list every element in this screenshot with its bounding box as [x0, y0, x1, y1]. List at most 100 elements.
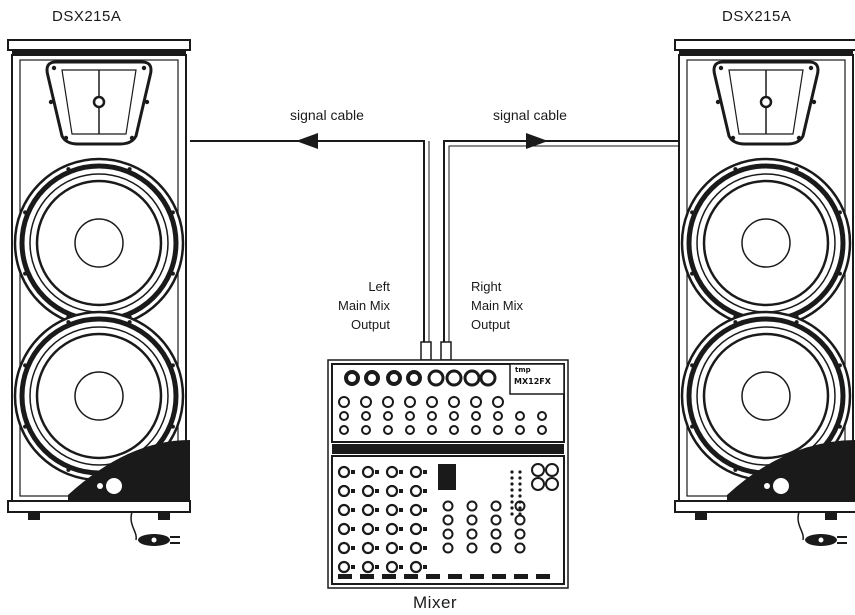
mixer-rear-knob-0-0 [338, 396, 350, 408]
mixer-knob-led-4-2 [399, 546, 403, 550]
mixer-knob-3-1 [361, 522, 375, 536]
mixer-fx-knob-3-2 [490, 542, 502, 554]
mixer-knob-led-5-0 [351, 565, 355, 569]
mixer-knob-led-3-1 [375, 527, 379, 531]
left-speaker-woofer-2-bolt-4 [23, 363, 28, 368]
mixer-fader-8 [514, 574, 528, 579]
mixer-fx-knob-3-1 [466, 542, 478, 554]
mixer-rear-knob-1-2 [383, 411, 393, 421]
mixer-knob-1-0 [337, 484, 351, 498]
mixer-meter-l-5 [510, 500, 514, 504]
mixer-meter-l-4 [510, 494, 514, 498]
left-speaker-woofer-1-bolt-7 [170, 210, 175, 215]
right-output-line2: Main Mix [471, 298, 524, 313]
mixer-rear-knob-2-1 [361, 425, 371, 435]
mixer-rear-knob-2-7 [493, 425, 503, 435]
left-speaker-woofer-1-bolt-0 [170, 271, 175, 276]
mixer-fader-6 [470, 574, 484, 579]
mixer-rear-knob-2-6 [471, 425, 481, 435]
mixer-fx-knob-2-2 [490, 528, 502, 540]
mixer-knob-led-2-0 [351, 508, 355, 512]
mixer-rear-knob-2-5 [449, 425, 459, 435]
right-speaker-woofer-1-bolt-4 [690, 210, 695, 215]
left-speaker-woofer-1-dustcap [74, 218, 124, 268]
mixer-label: Mixer [413, 593, 458, 612]
mixer-fx-knob-1-2 [490, 514, 502, 526]
left-jack-connector [420, 341, 432, 361]
mixer-rear-knob-0-2 [382, 396, 394, 408]
left-speaker-horn-inner [61, 69, 137, 135]
left-cable-arrow [296, 133, 318, 149]
right-speaker-cord [797, 511, 804, 541]
left-speaker-horn-screw-3 [129, 135, 135, 141]
mixer-knob-3-2 [385, 522, 399, 536]
left-output-line1: Left [368, 279, 390, 294]
right-speaker-woofer-2-bolt-3 [690, 424, 695, 429]
mixer-meter-l-7 [510, 512, 514, 516]
mixer-fx-knob-1-1 [466, 514, 478, 526]
mixer-fx-knob-3-0 [442, 542, 454, 554]
mixer-fader-3 [404, 574, 418, 579]
right-speaker-plug-dot [818, 537, 824, 543]
mixer-rear-knob-0-3 [404, 396, 416, 408]
right-speaker-woofer-2-bolt-7 [837, 363, 842, 368]
mixer-fader-2 [382, 574, 396, 579]
left-speaker-horn-screw-1 [141, 65, 147, 71]
mixer-meter-l-3 [510, 488, 514, 492]
left-speaker-bottom-rail [7, 500, 191, 513]
mixer-fx-knob-0-1 [466, 500, 478, 512]
mixer-knob-4-2 [385, 541, 399, 555]
mixer-knob-led-1-3 [423, 489, 427, 493]
mixer-xlr-core-2 [390, 374, 398, 382]
right-speaker-woofer-2-bolt-6 [794, 320, 799, 325]
right-speaker-woofer-2-bolt-0 [837, 424, 842, 429]
mixer-knob-led-0-0 [351, 470, 355, 474]
right-speaker-woofer-1-bolt-6 [794, 167, 799, 172]
left-speaker-woofer-2-surround-inner [29, 326, 169, 466]
right-speaker-woofer-1-bolt-7 [837, 210, 842, 215]
mixer-meter-r-1 [518, 476, 522, 480]
left-signal-cable [190, 140, 425, 345]
right-speaker-horn-screw-3 [796, 135, 802, 141]
right-speaker-top-rail [674, 39, 855, 51]
signal-cables [190, 133, 680, 361]
mixer-knob-led-4-3 [423, 546, 427, 550]
left-speaker-woofer-2-cone-edge [35, 332, 163, 460]
right-output-line1: Right [471, 279, 502, 294]
mixer-rear-knob-0-7 [492, 396, 504, 408]
mixer-fx-knob-3-3 [514, 542, 526, 554]
left-speaker-model: DSX215A [52, 8, 122, 25]
mixer-fader-4 [426, 574, 440, 579]
right-speaker-woofer-1-bolt-5 [733, 167, 738, 172]
mixer-rear-knob-1-7 [493, 411, 503, 421]
mixer-jack-2 [463, 369, 481, 387]
mixer-rear-knob-1-8 [515, 411, 525, 421]
left-speaker-top-band [12, 50, 186, 55]
left-speaker-base-hole [106, 478, 122, 494]
left-speaker-cord [130, 511, 137, 541]
left-output-line3: Output [350, 317, 390, 332]
right-speaker-woofer-2-cone-edge [702, 332, 830, 460]
left-cable-label: signal cable [290, 107, 364, 123]
mixer-display [438, 464, 456, 490]
left-speaker-base-knob [97, 483, 103, 489]
right-speaker-base [727, 440, 855, 501]
mixer-rear-knob-1-4 [427, 411, 437, 421]
mixer-knob-led-0-3 [423, 470, 427, 474]
mixer-knob-3-3 [409, 522, 423, 536]
mixer-model-label: MX12FX [514, 377, 551, 386]
right-speaker-horn-screw-4 [715, 99, 721, 105]
left-speaker-plug-dot [151, 537, 157, 543]
mixer-meter-l-1 [510, 476, 514, 480]
mixer-meter-r-3 [518, 488, 522, 492]
left-speaker-horn-screw-4 [48, 99, 54, 105]
mixer-rear-knob-1-9 [537, 411, 547, 421]
left-speaker-horn-screw-0 [51, 65, 57, 71]
mixer-knob-led-1-1 [375, 489, 379, 493]
mixer-xlr-core-3 [410, 374, 418, 382]
mixer-rear-knob-0-4 [426, 396, 438, 408]
left-speaker-top-rail [7, 39, 191, 51]
mixer-knob-4-0 [337, 541, 351, 555]
left-speaker-foot-left [28, 512, 40, 520]
